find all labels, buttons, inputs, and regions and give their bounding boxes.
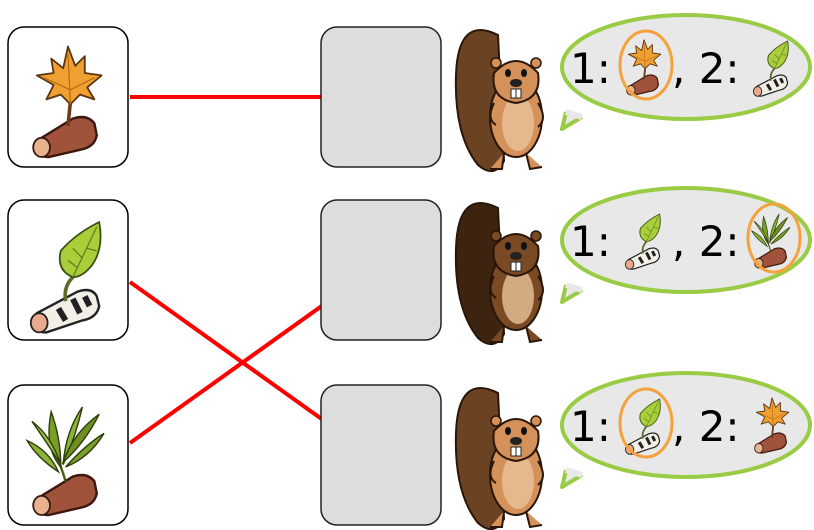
beaver bbox=[454, 387, 544, 530]
source-card[interactable] bbox=[7, 384, 129, 526]
rank-label: , 2: bbox=[672, 44, 740, 93]
drop-slot[interactable] bbox=[320, 199, 442, 341]
highlight-circle bbox=[746, 202, 802, 274]
highlight-circle bbox=[618, 387, 674, 459]
source-card[interactable] bbox=[7, 199, 129, 341]
rank-label: 1: bbox=[570, 402, 611, 451]
speech-bubbles: 1: , 2: 1: , 2: 1: , 2: bbox=[560, 13, 812, 489]
highlight-circle bbox=[618, 29, 674, 101]
rank-label: , 2: bbox=[672, 217, 740, 266]
drop-slot[interactable] bbox=[320, 26, 442, 168]
rank-label: 1: bbox=[570, 217, 611, 266]
speech-bubble: 1: , 2: bbox=[560, 186, 812, 304]
target-slots bbox=[320, 26, 442, 526]
beaver bbox=[454, 29, 544, 172]
beavers bbox=[454, 29, 544, 530]
drop-slot[interactable] bbox=[320, 384, 442, 526]
rank-label: , 2: bbox=[672, 402, 740, 451]
speech-bubble: 1: , 2: bbox=[560, 13, 812, 131]
rank-label: 1: bbox=[570, 44, 611, 93]
beaver bbox=[454, 202, 544, 345]
source-cards bbox=[7, 26, 129, 526]
speech-bubble: 1: , 2: bbox=[560, 371, 812, 489]
source-card[interactable] bbox=[7, 26, 129, 168]
